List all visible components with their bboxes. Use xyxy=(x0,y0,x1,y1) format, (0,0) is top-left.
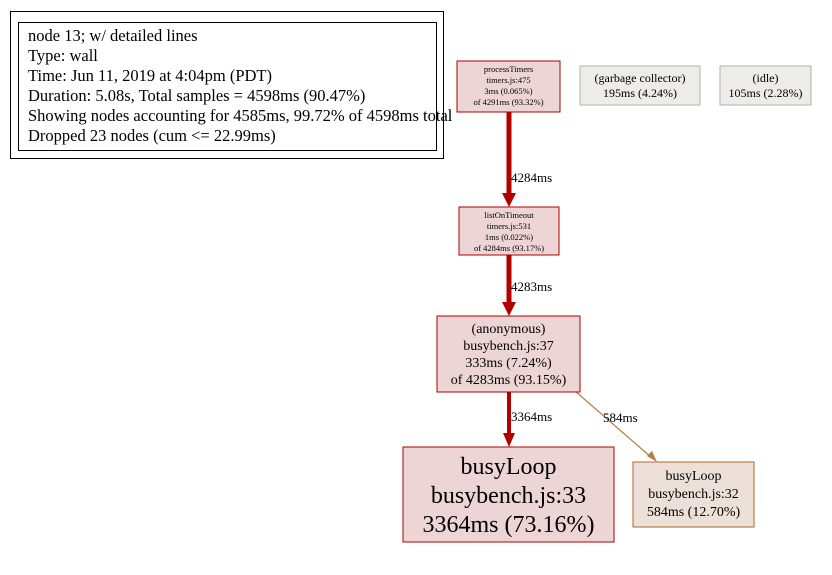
node-line: busybench.js:33 xyxy=(431,483,586,509)
node-line: 105ms (2.28%) xyxy=(729,86,803,100)
node-line: of 4284ms (93.17%) xyxy=(474,243,544,253)
node-line: 584ms (12.70%) xyxy=(647,505,741,520)
legend-inner-frame xyxy=(18,22,437,151)
edge-listOnTimeout-anonymous[interactable]: 4283ms xyxy=(502,255,552,316)
node-line: processTimers xyxy=(484,64,533,74)
node-line: 333ms (7.24%) xyxy=(465,356,552,371)
node-line: timers.js:531 xyxy=(487,221,531,231)
node-line: 1ms (0.022%) xyxy=(485,232,533,242)
edge-anonymous-busyLoop32[interactable]: 584ms xyxy=(574,390,657,462)
node-idle[interactable]: (idle) 105ms (2.28%) xyxy=(719,65,812,106)
node-anonymous[interactable]: (anonymous) busybench.js:37 333ms (7.24%… xyxy=(436,315,581,393)
node-line: (idle) xyxy=(753,71,779,85)
legend-duration-line: Duration: 5.08s, Total samples = 4598ms … xyxy=(28,86,366,105)
edge-label: 584ms xyxy=(603,410,638,425)
node-line: (garbage collector) xyxy=(595,71,686,85)
edge-anonymous-busyLoop33[interactable]: 3364ms xyxy=(503,392,552,447)
node-processTimers[interactable]: processTimers timers.js:475 3ms (0.065%)… xyxy=(456,60,561,113)
node-line: 195ms (4.24%) xyxy=(603,86,677,100)
node-garbage-collector[interactable]: (garbage collector) 195ms (4.24%) xyxy=(579,65,701,106)
node-line: of 4283ms (93.15%) xyxy=(451,373,567,388)
node-line: of 4291ms (93.32%) xyxy=(473,97,543,107)
legend-showing-line: Showing nodes accounting for 4585ms, 99.… xyxy=(28,106,453,125)
legend: node 13; w/ detailed lines Type: wall Ti… xyxy=(28,26,452,146)
node-busyLoop-line33[interactable]: busyLoop busybench.js:33 3364ms (73.16%) xyxy=(402,446,615,543)
edge-label: 4284ms xyxy=(511,170,552,185)
edge-label: 4283ms xyxy=(511,279,552,294)
node-line: 3364ms (73.16%) xyxy=(423,512,595,538)
legend-dropped-line: Dropped 23 nodes (cum <= 22.99ms) xyxy=(28,126,276,145)
node-listOnTimeout[interactable]: listOnTimeout timers.js:531 1ms (0.022%)… xyxy=(458,206,560,256)
node-line: listOnTimeout xyxy=(484,210,534,220)
edge-label: 3364ms xyxy=(511,409,552,424)
node-line: timers.js:475 xyxy=(486,75,530,85)
node-busyLoop-line32[interactable]: busyLoop busybench.js:32 584ms (12.70%) xyxy=(632,461,755,528)
node-line: (anonymous) xyxy=(472,322,546,337)
node-line: busybench.js:32 xyxy=(648,487,739,502)
legend-outer-frame xyxy=(10,11,444,159)
node-line: busyLoop xyxy=(461,454,557,480)
legend-time-line: Time: Jun 11, 2019 at 4:04pm (PDT) xyxy=(28,66,272,85)
node-line: busybench.js:37 xyxy=(463,339,554,354)
node-line: 3ms (0.065%) xyxy=(484,86,532,96)
node-line: busyLoop xyxy=(666,469,722,484)
legend-node-line: node 13; w/ detailed lines xyxy=(28,26,198,45)
edge-processTimers-listOnTimeout[interactable]: 4284ms xyxy=(502,112,552,207)
legend-type-line: Type: wall xyxy=(28,46,98,65)
